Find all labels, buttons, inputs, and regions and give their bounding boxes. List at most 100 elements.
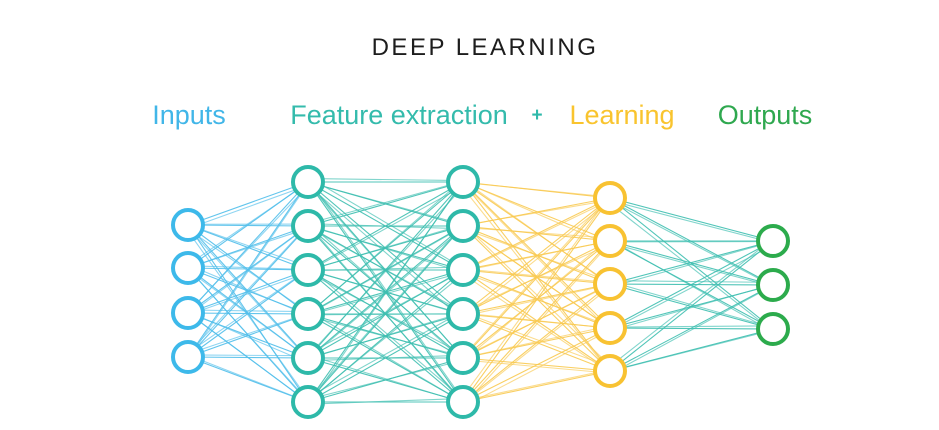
connection-line bbox=[186, 272, 307, 316]
connection-line bbox=[308, 224, 464, 400]
hidden-layer-2-node bbox=[446, 341, 480, 375]
connection-line bbox=[462, 283, 611, 403]
input-layer-node bbox=[171, 208, 205, 242]
hidden-layer-2-node bbox=[446, 253, 480, 287]
connection-line bbox=[187, 181, 309, 358]
connection-line bbox=[460, 310, 613, 369]
connection-line bbox=[464, 368, 611, 401]
hidden-layer-2-node bbox=[446, 165, 480, 199]
connection-line bbox=[185, 182, 309, 267]
learning-layer-node bbox=[593, 267, 627, 301]
connection-line bbox=[460, 284, 613, 406]
connection-line bbox=[612, 241, 773, 287]
connection-line bbox=[185, 224, 309, 357]
output-layer-node bbox=[756, 312, 790, 346]
connection-line bbox=[304, 270, 463, 356]
connection-line bbox=[187, 227, 311, 362]
connection-line bbox=[184, 264, 308, 400]
connection-line bbox=[465, 330, 608, 406]
connection-line bbox=[462, 370, 611, 403]
connection-line bbox=[308, 354, 464, 404]
connection-line bbox=[609, 240, 774, 372]
connection-line bbox=[184, 312, 310, 356]
input-layer-node bbox=[171, 296, 205, 330]
connection-line bbox=[460, 200, 608, 273]
connection-line bbox=[460, 180, 609, 330]
connection-line bbox=[188, 264, 309, 316]
label-feature-extraction: Feature extraction bbox=[290, 100, 508, 130]
connection-line bbox=[462, 197, 611, 403]
connection-line bbox=[609, 284, 774, 372]
connection-line bbox=[462, 327, 611, 403]
connection-line bbox=[310, 181, 462, 313]
connection-line bbox=[184, 353, 309, 403]
hidden-layer-1-node bbox=[291, 165, 325, 199]
learning-layer-node bbox=[593, 311, 627, 345]
connection-line bbox=[305, 266, 465, 272]
connection-line bbox=[465, 182, 607, 198]
plus-icon: + bbox=[531, 105, 543, 126]
connection-line bbox=[611, 280, 775, 283]
connection-line bbox=[308, 272, 465, 401]
connection-line bbox=[309, 316, 466, 358]
connection-line bbox=[461, 200, 607, 227]
connection-line bbox=[310, 225, 467, 274]
connection-line bbox=[607, 199, 772, 243]
connection-line bbox=[308, 266, 464, 400]
connection-line bbox=[607, 237, 774, 369]
connection-line bbox=[187, 269, 309, 358]
connection-line bbox=[307, 225, 464, 403]
learning-layer-node bbox=[593, 354, 627, 388]
connection-line bbox=[464, 200, 611, 318]
connection-line bbox=[184, 226, 312, 404]
connection-line bbox=[190, 312, 305, 362]
connection-line bbox=[307, 181, 464, 227]
hidden-layer-1-node bbox=[291, 341, 325, 375]
connection-line bbox=[459, 325, 608, 360]
connection-line bbox=[186, 265, 310, 271]
connection-line bbox=[304, 310, 465, 400]
connection-line bbox=[311, 397, 462, 405]
connection-line bbox=[459, 197, 609, 401]
connection-line bbox=[609, 200, 777, 289]
connection-line bbox=[606, 201, 774, 332]
connection-line bbox=[310, 178, 463, 182]
connection-line bbox=[188, 183, 312, 229]
connection-line bbox=[462, 198, 608, 357]
connection-line bbox=[609, 240, 774, 285]
connection-line bbox=[609, 240, 774, 329]
connection-line bbox=[186, 270, 306, 355]
learning-layer-node bbox=[593, 224, 627, 258]
connection-line bbox=[610, 285, 773, 375]
label-inputs: Inputs bbox=[152, 100, 226, 130]
connection-line bbox=[459, 271, 608, 372]
connection-line bbox=[465, 240, 613, 403]
connection-line bbox=[610, 330, 771, 372]
connection-line bbox=[460, 284, 610, 359]
connection-line bbox=[310, 184, 461, 402]
connection-line bbox=[305, 312, 463, 360]
hidden-layer-1-node bbox=[291, 253, 325, 287]
output-layer-node bbox=[756, 224, 790, 258]
connection-line bbox=[187, 184, 310, 313]
hidden-layer-2-node bbox=[446, 209, 480, 243]
connection-line bbox=[190, 226, 312, 268]
connection-line bbox=[608, 325, 775, 328]
connection-line bbox=[462, 240, 609, 272]
connection-line bbox=[462, 197, 611, 315]
hidden-layer-1-node bbox=[291, 209, 325, 243]
connection-line bbox=[187, 269, 310, 359]
connection-line bbox=[462, 240, 611, 403]
connection-line bbox=[612, 243, 775, 288]
hidden-layer-1-node bbox=[291, 385, 325, 419]
connection-line bbox=[306, 268, 462, 315]
output-layer-node bbox=[756, 268, 790, 302]
connection-line bbox=[187, 313, 309, 358]
hidden-layer-2-node bbox=[446, 297, 480, 331]
connection-line bbox=[186, 311, 307, 402]
connection-line bbox=[308, 183, 466, 356]
hidden-layer-2-node bbox=[446, 385, 480, 419]
connection-line bbox=[610, 281, 773, 329]
